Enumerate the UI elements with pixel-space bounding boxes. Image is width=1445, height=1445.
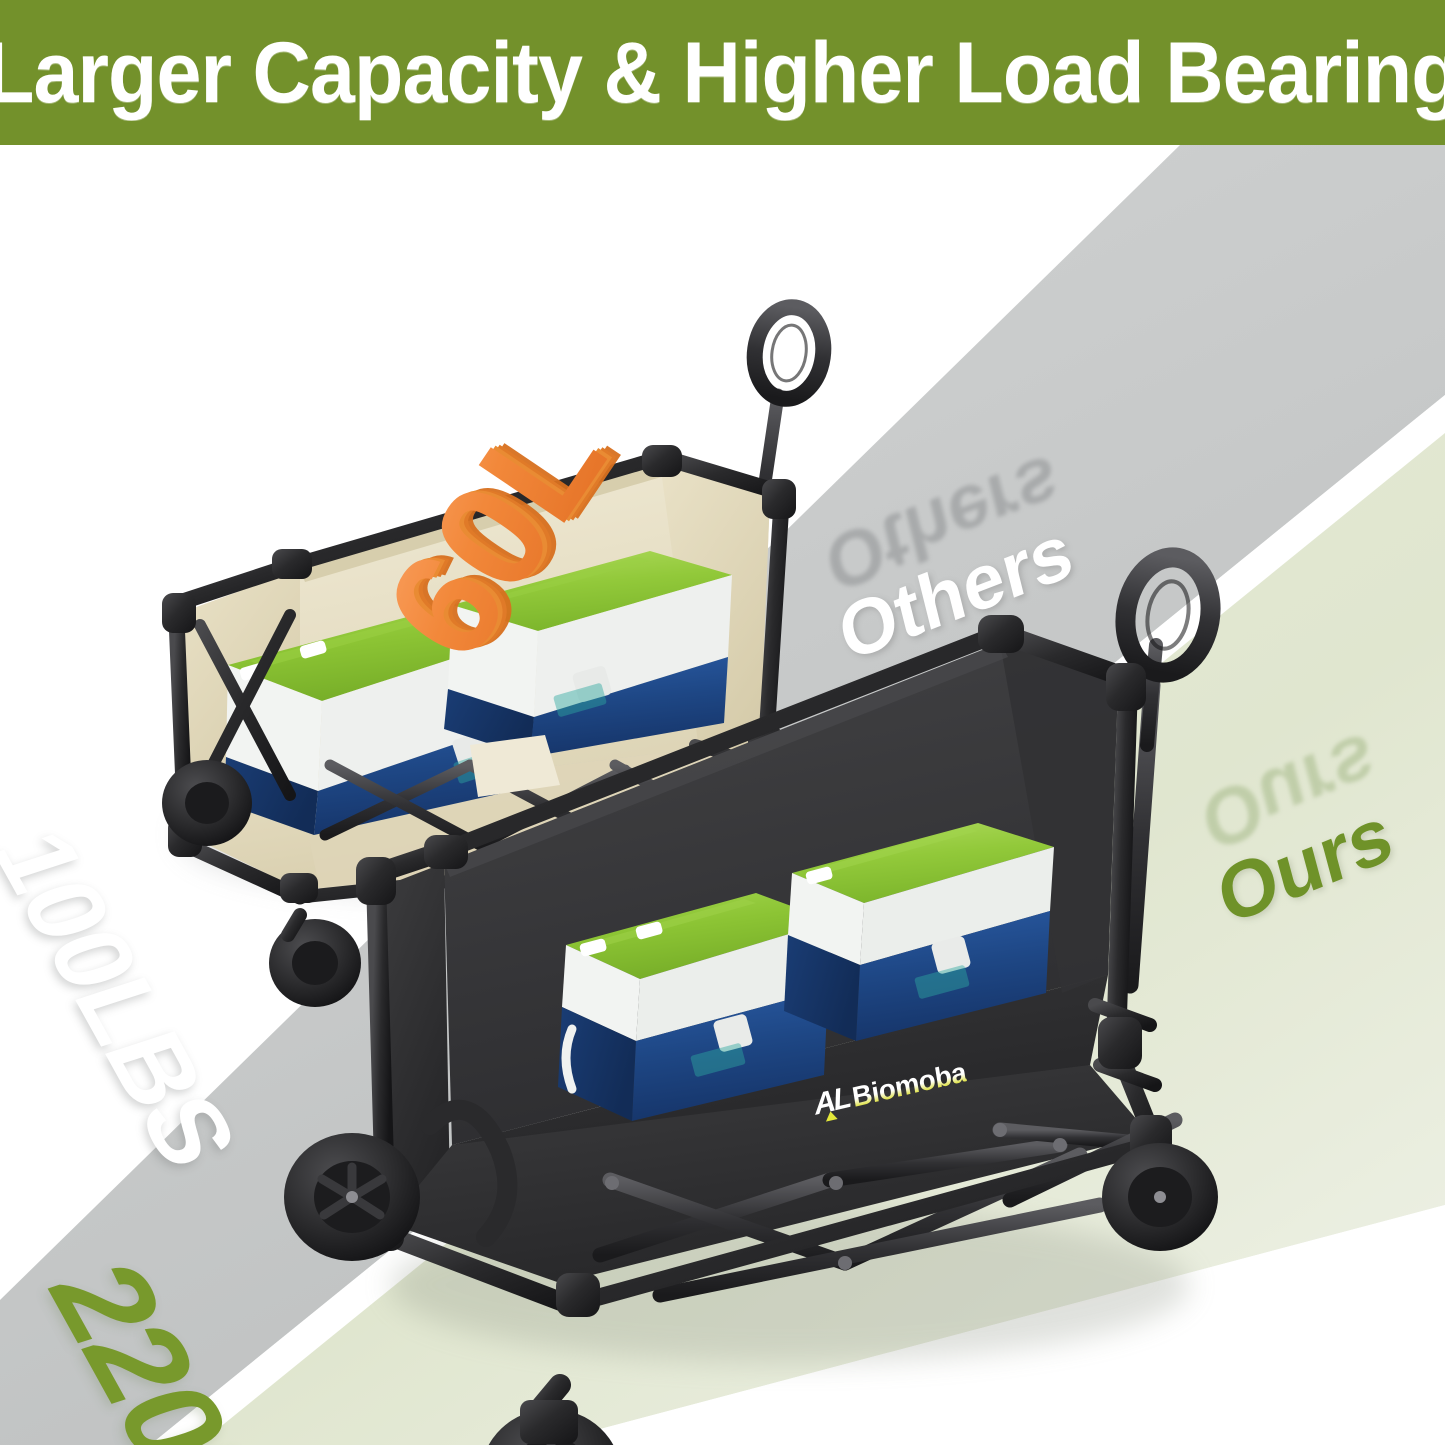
ours-cart [284, 547, 1221, 1445]
ours-fabric-right-outer [1000, 643, 1118, 993]
ours-wheel-front-left [284, 1133, 420, 1261]
ours-wheel-rear-left [488, 1374, 614, 1445]
cooler-body-front [632, 989, 828, 1121]
ours-fabric-rim [444, 643, 1008, 877]
ours-cooler-left [558, 893, 832, 1121]
cooler-body-front [530, 657, 728, 757]
cooler-hinge [635, 921, 663, 940]
cooler-hinge [299, 640, 327, 659]
ours-handle [1115, 547, 1221, 994]
cooler-lid [452, 551, 732, 631]
cooler-sticker [690, 1043, 746, 1077]
cooler-sticker [914, 965, 970, 999]
cooler-rim-front [636, 921, 832, 1041]
competitor-handle-grip [746, 299, 832, 407]
competitor-wheel-rear [269, 908, 361, 1007]
competitor-wheel-front [162, 760, 252, 846]
ours-wheel-front-right [1102, 1143, 1218, 1251]
cooler-latch [713, 1014, 753, 1052]
banner-title: Larger Capacity & Higher Load Bearing [0, 24, 1445, 121]
cooler-body-left [558, 1007, 636, 1121]
cooler-rim-front [860, 847, 1054, 965]
cooler-rim [788, 873, 864, 965]
ours-handle-grip [1115, 547, 1221, 683]
competitor-cooler-right [444, 551, 732, 757]
ours-side-carry-handle [420, 1099, 518, 1247]
cooler-body-left [784, 935, 860, 1041]
ours-cooler-right [784, 823, 1054, 1041]
cooler-hinge [805, 866, 833, 885]
ours-fabric-front-outer [388, 1065, 1150, 1283]
cooler-lid [792, 823, 1054, 903]
cooler-latch [931, 936, 971, 974]
product-comparison-scene: 60L 60L 60L 60L Others Others Ours Ours … [0, 145, 1445, 1445]
cooler-sticker [553, 683, 607, 717]
cooler-body-front [856, 911, 1050, 1041]
cooler-hinge [579, 938, 607, 957]
cooler-side-handle [561, 1024, 577, 1094]
header-banner: Larger Capacity & Higher Load Bearing [0, 0, 1445, 145]
cooler-rim [448, 605, 538, 717]
scene-illustration [0, 145, 1445, 1445]
cooler-latch [572, 666, 612, 702]
cooler-rim [562, 945, 640, 1041]
cooler-body-left [224, 757, 318, 835]
cooler-lid [566, 893, 832, 979]
competitor-folded-panel [470, 735, 560, 797]
competitor-fabric-rim [300, 463, 668, 582]
